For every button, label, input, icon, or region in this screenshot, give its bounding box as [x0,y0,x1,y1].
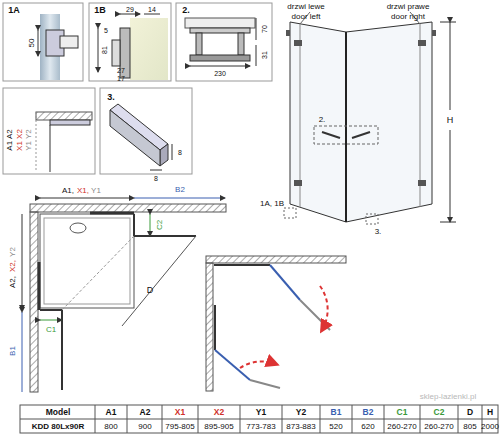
dimension-label: 70 [261,25,268,33]
table-cell: 2000 [481,423,499,431]
table-cell: X1 [175,408,185,417]
table-cell: C2 [434,408,445,417]
table-cell: 520 [329,423,342,431]
table-cell: C1 [397,408,408,417]
dimension-label: Y2 [9,247,17,257]
dimension-label: 81 [101,46,108,54]
dimension-label: drzwi prawe [387,3,430,11]
dimension-label: 8 [178,149,182,156]
dimension-label: door left [292,13,321,21]
dimension-label: C2 [156,220,164,230]
dimension-label: A2, [9,276,17,288]
dimension-label: H [447,116,454,125]
dimension-label: 2. [319,116,326,124]
dimension-label: 3. [375,228,382,236]
table-cell: 805 [463,423,476,431]
dimension-label: Y1 Y2 [25,129,33,151]
table-cell: 800 [104,423,117,431]
dimension-label: A1 A2 [6,129,14,150]
dimension-label: 17 [117,75,125,82]
dimension-label: X1 X2 [16,129,24,151]
dimension-label: 50 [28,39,36,48]
dimension-label: drzwi lewe [287,3,324,11]
table-cell: 260-270 [424,423,453,431]
watermark: sklep-lazienki.pl [420,393,476,401]
dimension-label: 5 [104,27,108,34]
table-cell: Y2 [296,408,306,417]
dimension-label: 3. [107,93,115,102]
dimension-label: D [147,286,154,295]
dimension-label: B2 [175,186,185,194]
table-cell: 795-805 [165,423,194,431]
table-cell: 873-883 [286,423,315,431]
dimension-label: 1B [94,6,106,15]
dimension-label: X2, [9,260,17,272]
table-cell: A1 [106,408,117,417]
dimension-label: 29 [126,6,134,13]
dimension-label: Y1 [91,187,101,195]
dimension-label: 27 [117,67,125,74]
dimension-label: 230 [214,70,226,77]
table-cell: B1 [331,408,342,417]
dimension-label: door right [391,13,425,21]
table-cell: 620 [361,423,374,431]
dimension-label: A1, [62,187,74,195]
dimension-label: C1 [46,326,56,334]
table-cell: Model [46,408,71,417]
dimension-label: 1A, 1B [260,200,284,208]
table-cell: X2 [214,408,224,417]
table-cell: KDD 80Lx90R [32,423,84,431]
table-cell: D [467,408,473,417]
dimension-label: 1A [8,6,20,15]
table-cell: 895-905 [204,423,233,431]
dimension-label: 8 [154,175,158,182]
table-cell: Y1 [256,408,266,417]
table-cell: 773-783 [246,423,275,431]
table-cell: A2 [140,408,151,417]
table-cell: 900 [138,423,151,431]
dimension-label: 31 [261,51,268,59]
table-cell: 260-270 [387,423,416,431]
dimension-label: 14 [148,6,156,13]
table-cell: H [487,408,493,417]
dimension-label: 2. [182,6,190,15]
dimension-label: B1 [9,346,17,356]
dimension-label: X1, [77,187,89,195]
table-cell: B2 [363,408,374,417]
